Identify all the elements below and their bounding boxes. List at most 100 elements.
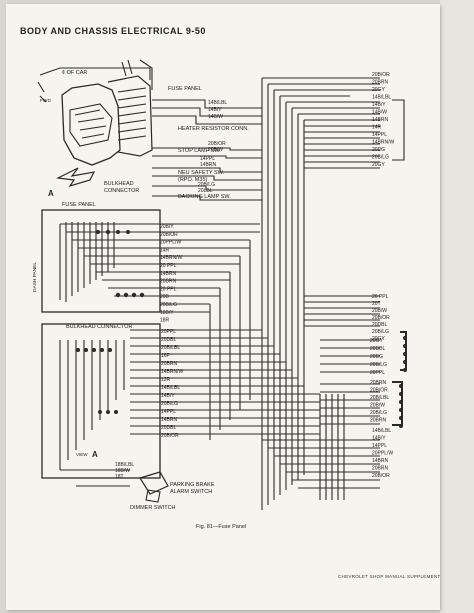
wire-label: 20DG xyxy=(370,354,383,360)
wire-label: 20B/OR xyxy=(160,232,178,238)
wire-label: 20DBL xyxy=(161,337,177,343)
firewall-drawing xyxy=(61,83,121,166)
dimmer-switch-drawing xyxy=(145,489,161,503)
wire-label: 20B/OR xyxy=(370,388,388,394)
wire-label: 14B/Y xyxy=(372,436,386,442)
wire-label: 14B/Y xyxy=(161,393,175,399)
wire-label: 14BRN xyxy=(160,271,177,277)
wire-label: 20DBL xyxy=(372,322,388,328)
wire-label: 20GY xyxy=(370,338,383,344)
wire-label: 18B/W xyxy=(115,468,130,474)
neutral-safety-label: NEU SAFETY SW. xyxy=(178,170,225,176)
wire-label: 14B/LBL xyxy=(161,385,180,391)
wire-label: 20B/LG xyxy=(372,329,389,335)
wire-label: 14BRN/W xyxy=(161,369,184,375)
fuse-block-drawing xyxy=(107,75,153,157)
wire-label: 14BRN xyxy=(372,117,389,123)
wire-label: 18B/Y xyxy=(160,310,174,316)
page-footer: CHEVROLET SHOP MANUAL SUPPLEMENT xyxy=(338,574,441,579)
wire-label: 14BRN/W xyxy=(160,255,183,261)
wire-label: 20DG xyxy=(372,147,385,153)
wire-label: 14B/LBL xyxy=(372,95,391,101)
wire-label: 14R xyxy=(160,247,170,253)
wire-label: 20B/OR xyxy=(372,473,390,479)
view-label: VIEW xyxy=(76,452,88,457)
alarm-switch-label: ALARM SWITCH xyxy=(170,489,212,495)
wire-label: 20B/Y xyxy=(160,224,174,230)
wire-label: 20B/W xyxy=(372,308,387,314)
wire-label: 20GY xyxy=(372,336,385,342)
wire-label: 20DBL xyxy=(161,425,177,431)
bulkhead-top-label: BULKHEAD xyxy=(104,181,134,187)
wire-label: 20B/LG xyxy=(198,182,215,188)
view-a-letter: A xyxy=(48,189,54,198)
wire-label: 14BRN xyxy=(161,417,178,423)
figure-caption: Fig. 81—Fuse Panel xyxy=(196,524,247,530)
view-a-arrow xyxy=(55,167,96,188)
car-outline xyxy=(39,67,151,80)
wire-label: 20B/LG xyxy=(370,410,387,416)
wire-label: 20B/LG xyxy=(160,302,177,308)
wire-label: 14BRN xyxy=(372,458,389,464)
wire-label: 14B/Y xyxy=(208,107,222,113)
wire-label: 20BRN xyxy=(370,380,387,386)
wire-label: 20B/LG xyxy=(370,362,387,368)
wire-label: 20 PPL xyxy=(160,263,177,269)
wire-label: 20B/LG xyxy=(372,155,389,161)
dash-panel-label: DASH PANEL xyxy=(32,262,38,292)
wire-label: 20PPL xyxy=(370,370,385,376)
wire-label: 18T xyxy=(115,474,124,480)
wire-label: 20BRN xyxy=(372,80,389,86)
view-letter-label: A xyxy=(92,450,98,459)
wire-label: 20B/LBL xyxy=(161,345,180,351)
wire-label: 20GY xyxy=(372,162,385,168)
rpo-label: (RPO. M35) xyxy=(178,177,208,183)
wire-label: 20BRN xyxy=(161,361,178,367)
wire-label: 18B/LBL xyxy=(115,462,134,468)
wire-label: 14R xyxy=(372,125,382,131)
wire-label: 14BRN xyxy=(200,162,217,168)
wire-label: 20PPL xyxy=(161,329,176,335)
wire-label: 20B/LG xyxy=(161,401,178,407)
parking-brake-switch xyxy=(139,471,169,495)
fuse-panel-top-label: FUSE PANEL xyxy=(168,86,202,92)
bulkhead-connector-label: BULKHEAD CONNECTOR xyxy=(66,324,133,330)
wire-label: 14B/W xyxy=(372,110,387,116)
wire-label: 20B/OR xyxy=(208,141,226,147)
wire-label: 14PPL xyxy=(372,132,387,138)
wire-label: 14B/LBL xyxy=(372,428,391,434)
wire-label: 20PPL/W xyxy=(372,451,393,457)
wire-label: 20BRN xyxy=(370,418,387,424)
wire-label: 14B/Y xyxy=(372,102,386,108)
wire-label: 14B/W xyxy=(208,114,223,120)
wire-label: 18R xyxy=(160,318,170,324)
wire-label: 20 PPL xyxy=(160,286,177,292)
adjacent-page-edge xyxy=(440,0,474,613)
wire-label: 14BRN/W xyxy=(372,140,395,146)
wire-label: 12R xyxy=(161,377,171,383)
connector-dots xyxy=(76,230,407,428)
fuse-panel-box-label: FUSE PANEL xyxy=(62,202,96,208)
wire-label: 20B/W xyxy=(370,403,385,409)
wire-label: 20B/OR xyxy=(372,72,390,78)
dimmer-switch-label: DIMMER SWITCH xyxy=(130,505,176,511)
wire-label: 14B/LBL xyxy=(208,100,227,106)
car-center-label: ¢ OF CAR xyxy=(62,70,87,76)
wire-label: 16P xyxy=(161,353,171,359)
wire-label: 20DBL xyxy=(370,346,386,352)
wire-label: 20B/OR xyxy=(372,315,390,321)
fwd-label: FWD xyxy=(40,98,51,104)
wire-label: 14PPL xyxy=(200,156,215,162)
wire-label: 14PPL xyxy=(161,409,176,415)
wire-label: 14PPL xyxy=(372,443,387,449)
heater-resistor-label: HEATER RESISTOR CONN. xyxy=(178,126,249,132)
wire-label: 20B/LBL xyxy=(370,395,389,401)
stop-lamp-label: STOP LAMP SW. xyxy=(178,148,221,154)
wire-label: 20B/W xyxy=(208,147,223,153)
wire-label: 20B/OR xyxy=(161,433,179,439)
wire-label: 20PPL/W xyxy=(160,240,181,246)
manual-page xyxy=(6,4,440,610)
wire-label: 20BRN xyxy=(160,279,177,285)
parking-brake-label: PARKING BRAKE xyxy=(170,482,215,488)
